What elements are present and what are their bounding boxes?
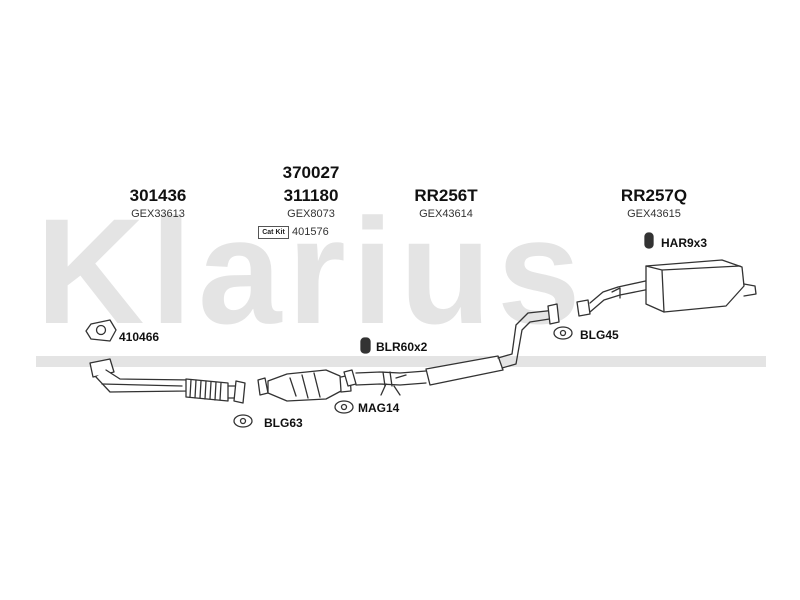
gasket-410466-icon bbox=[85, 319, 117, 342]
gasket-blg45-icon bbox=[553, 326, 573, 340]
middle-silencer-icon bbox=[343, 303, 560, 396]
part-code-middle-silencer: RR256T bbox=[414, 186, 478, 205]
rear-silencer-icon bbox=[576, 259, 757, 317]
rubber-blr60x2-icon bbox=[360, 337, 371, 354]
rubber-har9x3-icon bbox=[644, 232, 654, 249]
cat-kit-number: 401576 bbox=[292, 226, 329, 238]
fitting-label-blr60x2: BLR60x2 bbox=[376, 340, 428, 354]
part-code-catalyst: 311180 bbox=[283, 186, 339, 205]
part-ref-front-pipe: GEX33613 bbox=[131, 208, 185, 220]
front-pipe-icon bbox=[89, 358, 246, 404]
catalytic-converter-icon bbox=[257, 369, 352, 402]
part-code-front-pipe: 301436 bbox=[129, 186, 187, 205]
fitting-label-har9x3: HAR9x3 bbox=[661, 236, 708, 250]
part-code-rear-silencer: RR257Q bbox=[620, 186, 688, 205]
gasket-blg63-icon bbox=[233, 414, 253, 428]
cat-kit-badge: Cat Kit bbox=[258, 226, 289, 239]
part-ref-catalyst: GEX8073 bbox=[287, 208, 335, 220]
fitting-label-blg63: BLG63 bbox=[264, 416, 303, 430]
fitting-label-blg45: BLG45 bbox=[580, 328, 619, 342]
part-code-catalyst-upper: 370027 bbox=[282, 163, 340, 182]
part-ref-rear-silencer: GEX43615 bbox=[627, 208, 681, 220]
watermark-underline bbox=[36, 356, 766, 367]
clamp-mag14-icon bbox=[334, 400, 354, 414]
fitting-label-mag14: MAG14 bbox=[358, 401, 400, 415]
fitting-label-410466: 410466 bbox=[119, 330, 160, 344]
part-ref-middle-silencer: GEX43614 bbox=[419, 208, 473, 220]
brand-watermark: Klarius bbox=[36, 187, 587, 355]
